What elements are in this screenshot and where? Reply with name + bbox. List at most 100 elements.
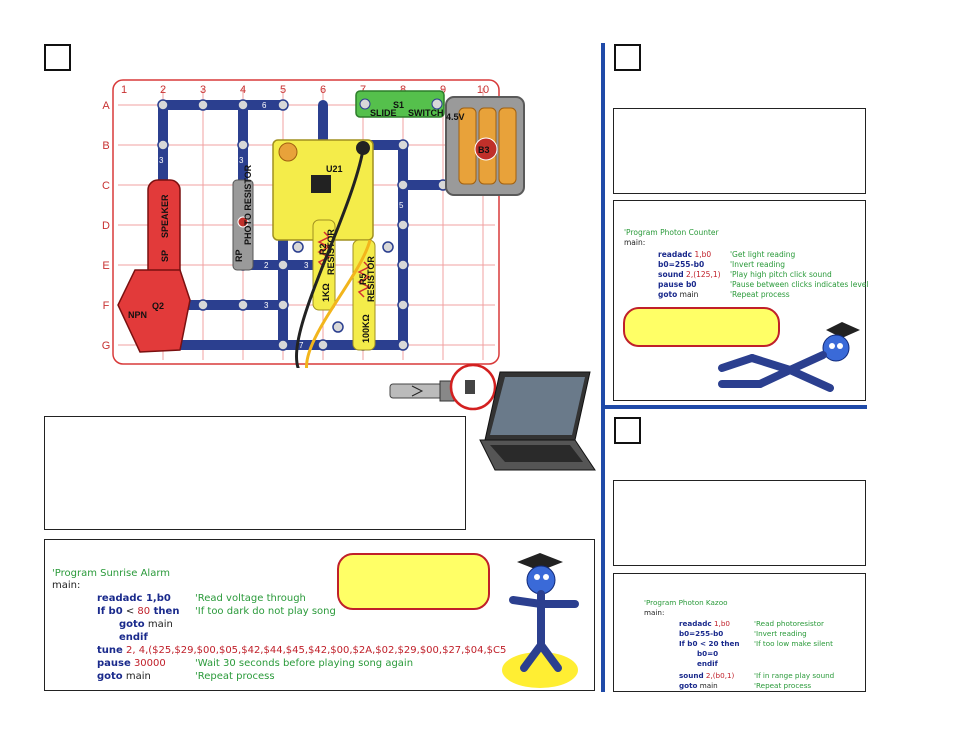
usb-laptop-graphic [389,363,596,471]
r5-value: 100KΩ [361,314,371,343]
transistor-label: NPN [128,310,147,320]
battery-name: B3 [478,145,490,155]
switch-name: S1 [393,100,404,110]
svg-text:3: 3 [159,156,164,165]
counter-l3-comment: 'Play high pitch click sound [730,270,832,279]
counter-l1-kw: readadc [658,250,693,259]
speech-bubble-sunrise [337,553,490,610]
grid-row-f: F [103,300,110,312]
kazoo-title: 'Program Photon Kazoo [644,598,728,607]
svg-text:3: 3 [239,156,244,165]
sunrise-l7-arg: main [122,671,151,682]
speaker-name: SP [160,250,170,262]
switch-label-1: SLIDE [370,108,397,118]
kazoo-l3-kw: If b0 [679,639,698,648]
project-number-box-bottom-right [614,417,641,444]
sunrise-l2-num: 80 [137,606,151,617]
counter-l5-kw: goto [658,290,678,299]
sunrise-l1-args: 1,b0 [142,593,171,604]
sunrise-l4-kw: endif [119,632,148,643]
sunrise-l6-num: 30000 [130,658,166,669]
description-box-kazoo [613,480,866,566]
kazoo-l2-kw: b0=255-b0 [679,629,724,638]
grid-row-a: A [102,100,110,112]
grid-row-c: C [102,180,110,192]
r2-label: RESISTOR [326,229,336,275]
svg-text:5: 5 [399,201,404,210]
counter-l4-kw: pause [658,280,684,289]
grid-col-9: 9 [440,84,446,96]
grid-col-5: 5 [280,84,286,96]
counter-main: main: [624,238,646,247]
grid-col-3: 3 [200,84,206,96]
sunrise-l2-comment: 'If too dark do not play song [195,606,336,617]
svg-text:3: 3 [264,301,269,310]
grid-col-10: 10 [477,84,489,96]
counter-l4-args: b0 [683,280,697,289]
grid-col-6: 6 [320,84,326,96]
sunrise-title: 'Program Sunrise Alarm [52,568,170,579]
transistor-name: Q2 [152,301,164,311]
counter-l1-args: 1,b0 [692,250,712,259]
sunrise-l5-kw: tune [97,645,123,656]
counter-l3-kw: sound [658,270,684,279]
speech-bubble-counter [623,307,780,347]
svg-text:6: 6 [262,101,267,110]
counter-title: 'Program Photon Counter [624,228,719,237]
description-box-main [44,416,466,530]
grid-row-d: D [102,220,110,232]
counter-l2-kw: b0=255-b0 [658,260,705,269]
kazoo-l2-comment: 'Invert reading [754,629,807,638]
kazoo-l6-args: 2,(b0,1) [703,671,735,680]
sunrise-main: main: [52,580,81,591]
program-box-kazoo [613,573,866,692]
section-divider [604,405,867,409]
sunrise-l2-kw: If b0 [97,606,123,617]
kazoo-main: main: [644,608,665,617]
kazoo-l5-kw: endif [697,659,718,668]
svg-text:7: 7 [299,341,304,350]
kazoo-l7-kw: goto [679,681,698,690]
project-number-box-top-right [614,44,641,71]
kazoo-l3-comment: 'If too low make silent [754,639,833,648]
kazoo-l7-comment: 'Repeat process [754,681,812,690]
r5-name: R5 [358,273,368,285]
module-name: U21 [326,164,343,174]
sunrise-l3-arg: main [144,619,173,630]
sunrise-l1-comment: 'Read voltage through [195,593,306,604]
speaker-label: SPEAKER [160,194,170,238]
photoresistor-label: PHOTO RESISTOR [243,164,253,245]
counter-l5-arg: main [677,290,699,299]
sunrise-l2-op: < [122,606,138,617]
kazoo-l1-args: 1,b0 [711,619,730,628]
counter-l1-comment: 'Get light reading [730,250,796,259]
sunrise-l7-comment: 'Repeat process [195,671,275,682]
kazoo-l4-kw: b0=0 [697,649,719,658]
svg-text:3: 3 [304,261,309,270]
project-number-box-main [44,44,71,71]
grid-col-4: 4 [240,84,246,96]
sunrise-l2-then: then [150,606,180,617]
mascot-sunrise [502,553,579,688]
battery-voltage: 4.5V [446,112,465,122]
kazoo-l6-kw: sound [679,671,704,680]
grid-row-g: G [102,340,111,352]
kazoo-l3-op: < 20 then [697,639,740,648]
grid-row-b: B [102,140,109,152]
photoresistor-name: RP [234,249,244,262]
sunrise-l1-kw: readadc [97,593,143,604]
grid-col-7: 7 [360,84,366,96]
kazoo-l7-arg: main [697,681,718,690]
kazoo-l1-kw: readadc [679,619,712,628]
sunrise-l6-kw: pause [97,658,131,669]
program-box-counter [613,200,866,401]
description-box-counter [613,108,866,194]
counter-l5-comment: 'Repeat process [730,290,790,299]
switch-label-2: SWITCH [408,108,444,118]
sunrise-l6-comment: 'Wait 30 seconds before playing song aga… [195,658,414,669]
counter-l3-args: 2,(125,1) [683,270,721,279]
grid-col-2: 2 [160,84,166,96]
r2-name: R2 [318,243,328,255]
r2-value: 1KΩ [321,283,331,302]
